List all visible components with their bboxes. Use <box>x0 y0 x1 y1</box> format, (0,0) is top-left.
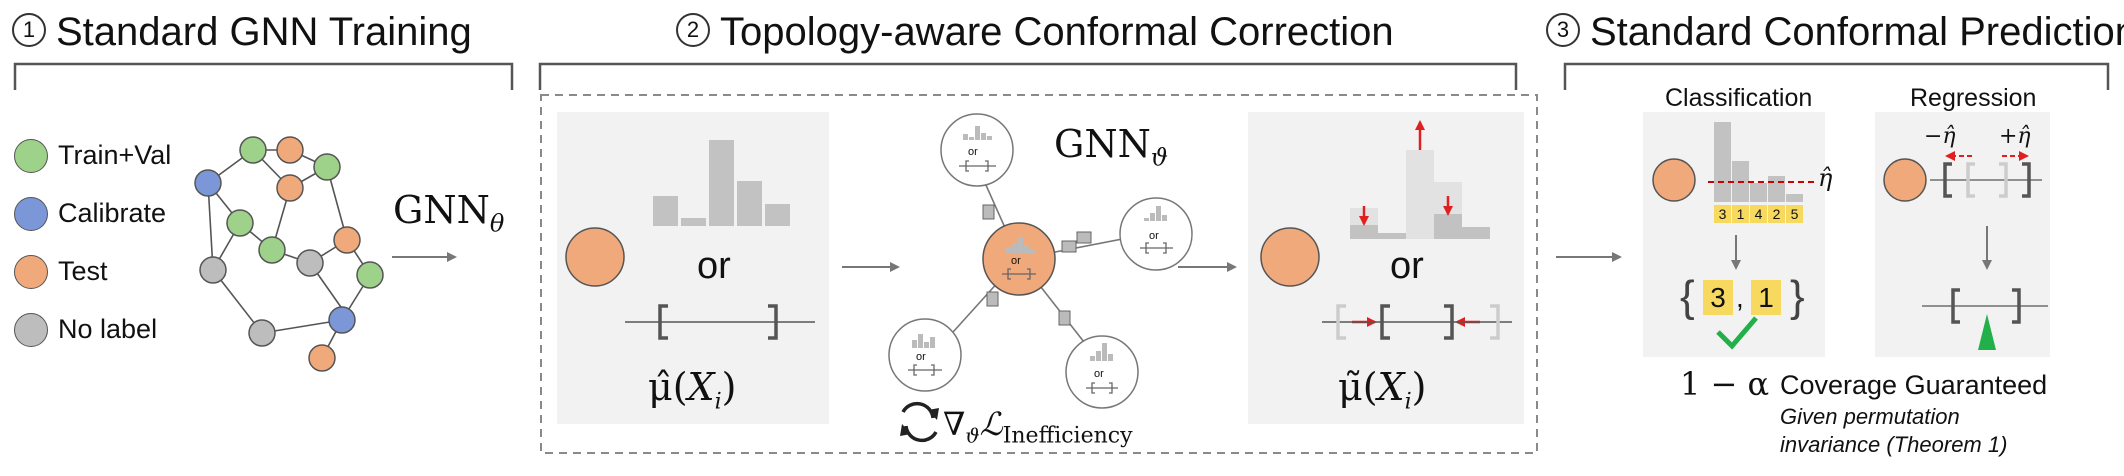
legend-label-test: Test <box>58 256 108 286</box>
legend-label-train: Train+Val <box>58 140 172 170</box>
coverage-title: Coverage Guaranteed <box>1780 370 2048 400</box>
input-histogram <box>653 140 790 226</box>
set-item: 1 <box>1758 282 1774 313</box>
gnn-theta-label: GNNθ <box>393 188 505 238</box>
true-value-marker <box>1978 314 1996 350</box>
mini-or-label: or <box>1094 368 1104 380</box>
step-1-badge: 1 <box>12 13 46 48</box>
legend-label-nolabel: No label <box>58 314 158 344</box>
set-comma: , <box>1736 282 1744 313</box>
center-node <box>982 222 1056 296</box>
section2-dashed-box <box>540 94 1538 454</box>
minus-eta-label: −η̂ <box>1924 124 1956 149</box>
graph-node <box>308 344 336 372</box>
bin-label: 4 <box>1754 206 1763 222</box>
mini-histograms <box>912 126 1167 361</box>
test-node-icon <box>1883 158 1927 202</box>
mini-or-label: or <box>968 146 978 158</box>
bin-label: 5 <box>1790 206 1799 222</box>
graph-nodes <box>194 136 384 372</box>
eta-hat-label: η̂ <box>1818 164 1833 192</box>
coverage-note: invariance (Theorem 1) <box>1780 432 2008 457</box>
graph-node <box>276 136 304 164</box>
section-3-title: 3 Standard Conformal Prediction <box>1546 10 2124 55</box>
step-3-badge: 3 <box>1546 13 1580 48</box>
graph-node <box>276 174 304 202</box>
set-brace-right: } <box>1790 272 1805 321</box>
bin-label: 3 <box>1718 206 1727 222</box>
message-boxes <box>982 204 1092 326</box>
bin-label: 2 <box>1772 206 1781 222</box>
corrected-interval <box>1322 304 1512 340</box>
section-2-label: Topology-aware Conformal Correction <box>720 10 1394 54</box>
bin-label: 1 <box>1736 206 1745 222</box>
test-node-icon <box>1260 227 1320 287</box>
or-label: or <box>1390 245 1424 287</box>
graph-node <box>328 306 356 334</box>
checkmark-icon <box>1716 316 1758 350</box>
section-brackets <box>13 62 2110 90</box>
graph-node <box>296 249 324 277</box>
classification-panel <box>1643 112 1825 357</box>
plus-eta-label: +η̂ <box>1999 124 2031 149</box>
legend-swatch-calibrate <box>14 197 48 231</box>
gnn-vartheta-label: GNNϑ <box>1054 122 1169 172</box>
cycle-icon <box>901 401 938 443</box>
section-1-title: 1 Standard GNN Training <box>12 10 472 55</box>
regression-title: Regression <box>1910 84 2037 112</box>
section-3-label: Standard Conformal Prediction <box>1590 10 2124 54</box>
mini-or-label: or <box>1011 255 1021 267</box>
set-boxes <box>1703 280 1781 315</box>
graph-node <box>313 153 341 181</box>
legend-swatch-test <box>14 255 48 289</box>
graph-node <box>333 226 361 254</box>
mini-or-label: or <box>916 351 926 363</box>
graph-node <box>199 256 227 284</box>
graph-node <box>226 209 254 237</box>
regression-interval <box>1930 162 2042 198</box>
set-brace-left: { <box>1680 272 1695 321</box>
legend-swatch-train <box>14 139 48 173</box>
graph-node <box>356 261 384 289</box>
graph-node <box>258 236 286 264</box>
mu-tilde-label: μ̃(Xi) <box>1338 365 1427 415</box>
test-node-icon <box>1652 158 1696 202</box>
set-item: 3 <box>1710 282 1726 313</box>
coverage-level: 1 − α <box>1680 365 1770 403</box>
mu-hat-label: μ̂(Xi) <box>648 365 737 415</box>
graph-node <box>248 319 276 347</box>
test-node-icon <box>565 227 625 287</box>
legend-label-calibrate: Calibrate <box>58 198 167 228</box>
loss-label: ∇ϑℒInefficiency <box>943 405 1133 449</box>
section-2-title: 2 Topology-aware Conformal Correction <box>676 10 1394 55</box>
or-label: or <box>697 245 731 287</box>
legend-swatch-nolabel <box>14 313 48 347</box>
bin-label-boxes <box>1714 205 1803 223</box>
graph-node <box>194 169 222 197</box>
final-interval <box>1922 288 2048 324</box>
graph-node <box>239 136 267 164</box>
neighbor-nodes <box>888 113 1193 409</box>
mini-intervals <box>908 160 1173 394</box>
input-interval <box>625 304 815 340</box>
mini-or-label: or <box>1149 230 1159 242</box>
classification-title: Classification <box>1665 84 1813 112</box>
section-1-label: Standard GNN Training <box>56 10 472 54</box>
coverage-note: Given permutation <box>1780 404 1960 429</box>
step-2-badge: 2 <box>676 13 710 48</box>
